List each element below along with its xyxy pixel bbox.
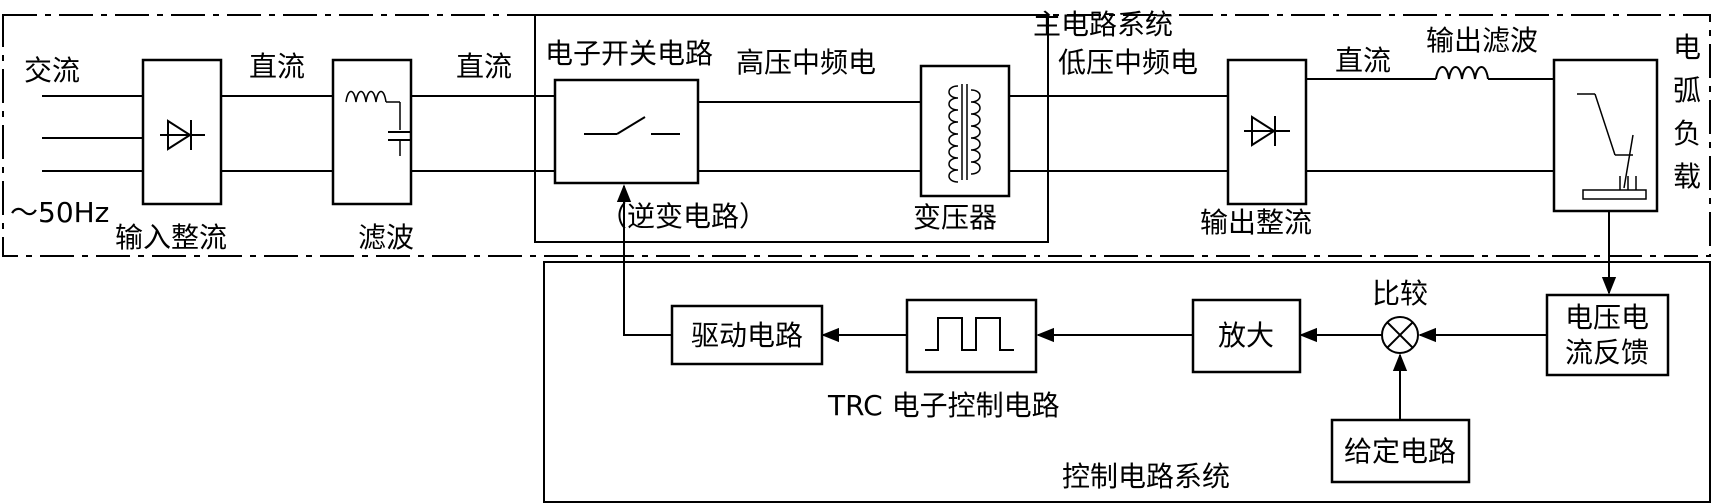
- drive-circuit-label: 驱动电路: [691, 319, 803, 352]
- filter-label: 滤波: [358, 221, 414, 254]
- input-rectifier-diode-icon: [160, 119, 205, 151]
- trc-control-block: [905, 298, 1038, 374]
- inverter-label: （逆变电路）: [599, 200, 767, 233]
- output-rectifier-diode-icon: [1244, 115, 1290, 147]
- control-circuit-frame: [543, 261, 1711, 503]
- transformer-label: 变压器: [913, 201, 997, 234]
- drive-to-switch-line: [616, 184, 672, 336]
- output-rectifier-label: 输出整流: [1200, 206, 1312, 239]
- output-filter-label: 输出滤波: [1426, 24, 1538, 57]
- amplifier-label: 放大: [1218, 319, 1274, 352]
- feedback-label-line1: 电压电: [1565, 301, 1649, 334]
- dc-label-2: 直流: [456, 50, 512, 83]
- input-rectifier-label: 输入整流: [115, 221, 227, 254]
- feedback-block: [1545, 293, 1670, 377]
- ac-input-lines: [42, 95, 143, 172]
- control-circuit-system: 控制电路系统 电压电 流反馈 比较 给定电路 放大 TRC 电子控制电路: [543, 184, 1711, 503]
- electronic-switch-label: 电子开关电路: [545, 37, 713, 70]
- setpoint-label: 给定电路: [1344, 435, 1456, 468]
- svg-text:负: 负: [1673, 117, 1701, 150]
- svg-text:弧: 弧: [1673, 74, 1701, 107]
- dc-label-3: 直流: [1335, 44, 1391, 77]
- input-rectifier-block: [141, 58, 223, 206]
- control-circuit-title: 控制电路系统: [1062, 460, 1230, 493]
- ac-frequency-label: ～50Hz: [10, 196, 109, 229]
- pulse-waveform-icon: [925, 317, 1014, 351]
- transformer-icon: [948, 84, 981, 183]
- main-circuit-system: 主电路系统 交流 ～50Hz 输入整流 直流: [2, 8, 1711, 257]
- lv-mid-freq-label: 低压中频电: [1058, 46, 1198, 79]
- arc-load-block: [1552, 58, 1659, 213]
- amplifier-block: [1191, 298, 1302, 374]
- compare-label: 比较: [1372, 277, 1428, 310]
- main-circuit-title: 主电路系统: [1033, 8, 1173, 41]
- filter-lc-icon: [345, 90, 412, 156]
- transformer-block: [919, 64, 1011, 198]
- welding-torch-icon: [1577, 93, 1647, 200]
- electronic-switch-block: [553, 78, 700, 185]
- comparator-icon: [1381, 316, 1419, 354]
- switch-icon: [584, 116, 680, 135]
- arc-load-label: 电 弧 负 载: [1673, 31, 1701, 193]
- output-inductor-icon: [1435, 66, 1489, 80]
- feedback-label-line2: 流反馈: [1565, 336, 1649, 369]
- svg-text:载: 载: [1673, 160, 1701, 193]
- hv-mid-freq-label: 高压中频电: [736, 46, 876, 79]
- trc-control-label: TRC 电子控制电路: [827, 389, 1060, 422]
- ac-input-label: 交流: [24, 54, 80, 87]
- drive-circuit-block: [670, 304, 824, 366]
- inverter-frame: [534, 14, 1049, 243]
- svg-text:电: 电: [1673, 31, 1701, 64]
- dc-label-1: 直流: [249, 50, 305, 83]
